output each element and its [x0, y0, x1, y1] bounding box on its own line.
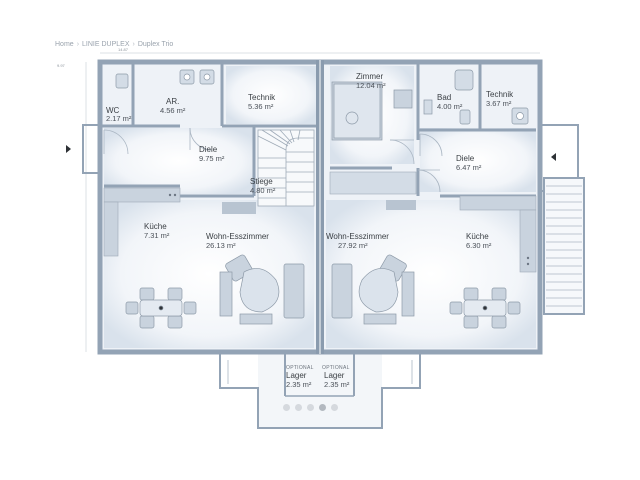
door-swings	[103, 127, 443, 193]
dimension-left-label: 9.97	[57, 63, 66, 68]
room-name-kueche-right: Küche	[466, 232, 489, 241]
room-name-technik-left: Technik	[248, 93, 276, 102]
breadcrumb-duplex-trio[interactable]: Duplex Trio	[137, 41, 174, 48]
kitchen-right	[329, 171, 537, 273]
optional-label-right: OPTIONAL	[322, 365, 350, 371]
room-name-kueche-left: Küche	[144, 222, 167, 231]
dimension-top-label: 14.87	[118, 47, 129, 52]
room-labels-right: Zimmer 12.04 m² Bad 4.00 m² Technik 3.67…	[322, 72, 514, 389]
room-area-technik-left: 5.36 m²	[248, 102, 274, 111]
living-furniture-right	[331, 254, 415, 325]
room-name-zimmer: Zimmer	[356, 72, 383, 81]
room-name-ar: AR.	[166, 97, 179, 106]
breadcrumb-linie-duplex[interactable]: LINIE DUPLEX	[82, 41, 130, 48]
entry-structures	[82, 124, 585, 315]
interior-walls	[100, 62, 536, 198]
stair-treads-right	[546, 185, 582, 307]
room-name-wohn-esszimmer-left: Wohn-Esszimmer	[206, 232, 269, 241]
breadcrumb: Home›LINIE DUPLEX›Duplex Trio	[55, 41, 173, 48]
breadcrumb-separator: ›	[76, 41, 80, 48]
room-name-wohn-esszimmer-right: Wohn-Esszimmer	[326, 232, 389, 241]
party-wall	[316, 60, 324, 354]
room-area-technik-right: 3.67 m²	[486, 99, 512, 108]
sanitary-fixtures	[115, 69, 529, 125]
entry-arrow-left-icon	[66, 145, 71, 153]
room-name-lager-left: Lager	[286, 371, 307, 380]
room-area-stiege: 4.80 m²	[250, 186, 276, 195]
room-area-lager-left: 2.35 m²	[286, 380, 312, 389]
bed-furniture	[331, 81, 413, 141]
carousel-dot[interactable]	[319, 404, 326, 411]
room-name-diele-left: Diele	[199, 145, 218, 154]
room-area-lager-right: 2.35 m²	[324, 380, 350, 389]
room-area-wohn-esszimmer-right: 27.92 m²	[338, 241, 368, 250]
staircase	[257, 129, 315, 207]
room-name-stiege: Stiege	[250, 177, 273, 186]
room-name-lager-right: Lager	[324, 371, 345, 380]
room-area-bad: 4.00 m²	[437, 102, 463, 111]
room-area-ar: 4.56 m²	[160, 106, 186, 115]
room-area-kueche-right: 6.30 m²	[466, 241, 492, 250]
entry-arrow-right-icon	[551, 153, 556, 161]
dining-set-right	[449, 287, 521, 329]
carousel-dot[interactable]	[283, 404, 290, 411]
room-name-diele-right: Diele	[456, 154, 475, 163]
room-name-bad: Bad	[437, 93, 451, 102]
living-furniture-left	[219, 254, 305, 325]
carousel-pagination	[283, 404, 338, 411]
room-area-wc: 2.17 m²	[106, 114, 132, 123]
dimension-lines: 14.87 9.97	[57, 47, 540, 352]
room-area-zimmer: 12.04 m²	[356, 81, 386, 90]
carousel-dot[interactable]	[307, 404, 314, 411]
breadcrumb-home[interactable]: Home	[55, 41, 74, 48]
kitchen-left	[103, 187, 256, 257]
room-labels-left: WC 2.17 m² AR. 4.56 m² Technik 5.36 m² D…	[106, 93, 314, 389]
room-name-wc: WC	[106, 106, 120, 115]
optional-label-left: OPTIONAL	[286, 365, 314, 371]
room-area-diele-right: 6.47 m²	[456, 163, 482, 172]
room-area-wohn-esszimmer-left: 26.13 m²	[206, 241, 236, 250]
room-name-technik-right: Technik	[486, 90, 514, 99]
room-area-diele-left: 9.75 m²	[199, 154, 225, 163]
carousel-dot[interactable]	[331, 404, 338, 411]
breadcrumb-separator: ›	[132, 41, 135, 48]
dining-set-left	[125, 287, 197, 329]
carousel-dot[interactable]	[295, 404, 302, 411]
room-area-kueche-left: 7.31 m²	[144, 231, 170, 240]
storage-bays	[219, 352, 421, 429]
